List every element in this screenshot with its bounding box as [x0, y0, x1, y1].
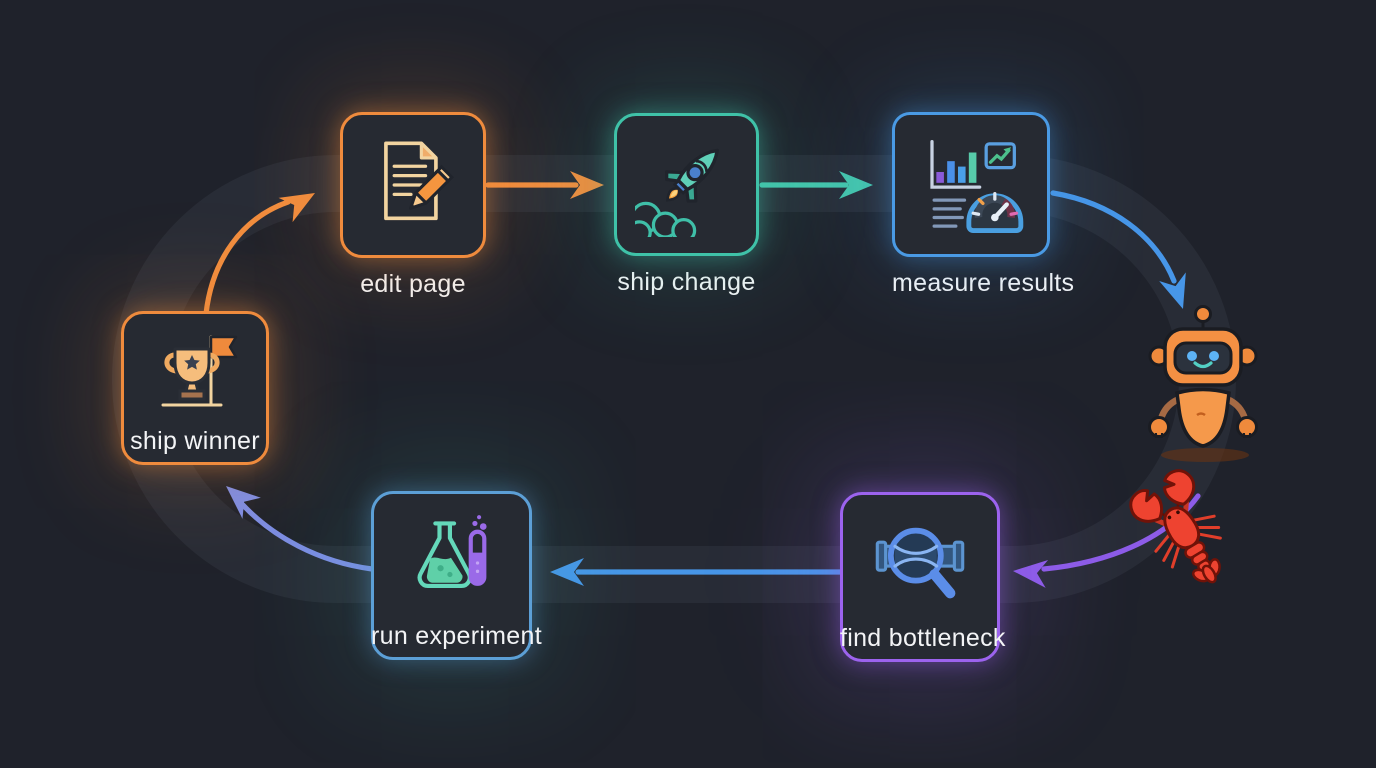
ship-change-label: ship change — [617, 268, 756, 296]
run-experiment-label: run experiment — [371, 622, 542, 650]
robot-hand-left — [1148, 416, 1170, 438]
rocket-icon — [634, 148, 719, 237]
document-pencil-icon — [384, 141, 455, 221]
robot-arm-right — [1223, 395, 1249, 423]
magnifier-pipe-icon — [875, 527, 965, 599]
measure-results-box — [892, 112, 1050, 257]
run-experiment-box — [371, 491, 532, 660]
robot-body — [1175, 387, 1231, 448]
measure-results-label: measure results — [892, 269, 1075, 297]
trophy-flag-icon — [161, 335, 238, 407]
dashboard-gauge-icon — [930, 139, 1024, 233]
robot-eye-left — [1187, 351, 1197, 361]
robot-arm-left — [1157, 395, 1183, 423]
arrow-experiment-to-winner — [226, 486, 375, 572]
find-bottleneck-box — [840, 492, 1000, 662]
lobster-legs — [1154, 514, 1222, 569]
robot-mascot-icon — [1148, 305, 1258, 462]
ship-change-box — [614, 113, 759, 256]
node-ship-change: ship change — [614, 113, 759, 297]
node-run-experiment: run experiment — [371, 491, 542, 660]
arrow-bottleneck-to-experiment — [550, 558, 849, 586]
robot-antenna — [1194, 305, 1212, 330]
node-edit-page: edit page — [340, 112, 486, 299]
edit-page-box — [340, 112, 486, 258]
robot-shadow — [1161, 448, 1249, 462]
lobster-icon — [1129, 469, 1222, 584]
lobster-claw-right — [1162, 469, 1196, 506]
ship-winner-box — [121, 311, 269, 465]
find-bottleneck-label: find bottleneck — [840, 624, 1006, 652]
arrow-winner-to-edit — [203, 193, 315, 317]
node-measure-results: measure results — [892, 112, 1075, 298]
node-find-bottleneck: find bottleneck — [840, 492, 1006, 662]
robot-chest-mark — [1196, 412, 1206, 417]
arrow-shipchange-to-measure — [759, 171, 873, 199]
robot-hand-right — [1236, 416, 1258, 438]
arrow-edit-to-shipchange — [485, 171, 604, 199]
robot-eye-right — [1209, 351, 1219, 361]
edit-page-label: edit page — [360, 270, 466, 298]
lobster-tail — [1184, 541, 1221, 584]
arrow-measure-to-rightside — [1050, 190, 1186, 309]
flask-test-tube-icon — [417, 514, 487, 588]
robot-smile — [1193, 361, 1213, 369]
robot-visor — [1173, 341, 1233, 375]
node-ship-winner: ship winner — [121, 311, 269, 465]
lobster-claw-left — [1129, 489, 1164, 523]
ship-winner-label: ship winner — [130, 427, 260, 455]
